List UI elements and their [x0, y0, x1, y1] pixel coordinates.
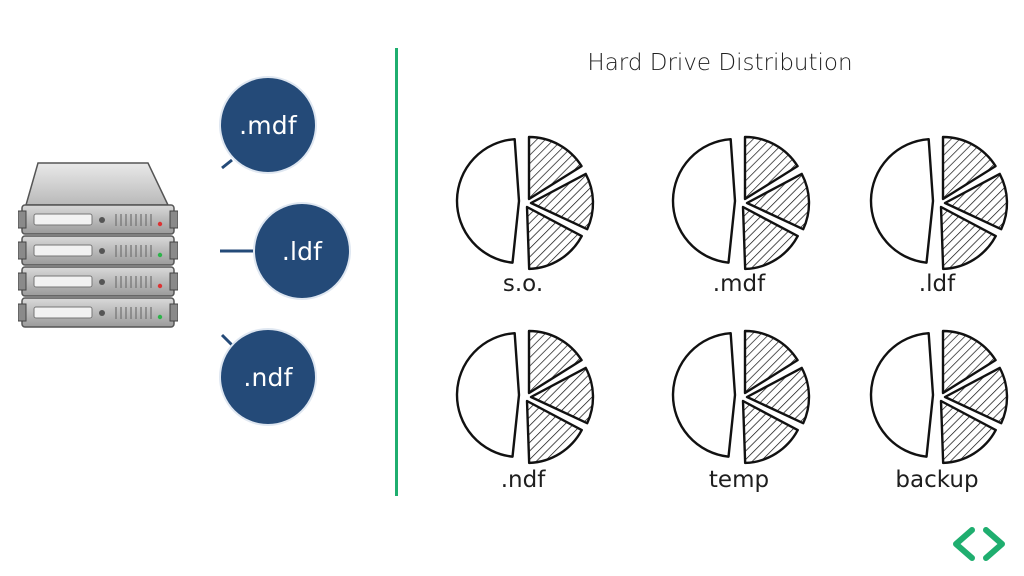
drive-label-so: s.o. [502, 271, 544, 297]
chevron-brackets-logo-icon [953, 527, 1005, 561]
pie-icon-ldf [869, 135, 1009, 271]
pie-icon-so [455, 135, 595, 271]
drive-label-backup: backup [895, 467, 979, 493]
pie-icon-temp [671, 329, 811, 465]
server-rack-icon [18, 162, 178, 328]
drive-label-mdf: .mdf [712, 271, 766, 297]
pie-icon-ndf [455, 329, 595, 465]
page-title: Hard Drive Distribution [587, 50, 853, 76]
drive-label-temp: temp [708, 467, 770, 493]
file-bubble-label: .mdf [239, 110, 297, 140]
connector-lines [220, 158, 256, 347]
drive-label-ldf: .ldf [918, 271, 956, 297]
file-bubble-mdf: .mdf [221, 78, 315, 172]
file-bubble-label: .ndf [243, 362, 293, 392]
pie-icon-backup [869, 329, 1009, 465]
pie-icon-mdf [671, 135, 811, 271]
file-bubble-ndf: .ndf [221, 330, 315, 424]
file-bubble-ldf: .ldf [255, 204, 349, 298]
drive-label-ndf: .ndf [500, 467, 546, 493]
vertical-divider [395, 48, 398, 496]
file-bubble-label: .ldf [281, 236, 323, 266]
